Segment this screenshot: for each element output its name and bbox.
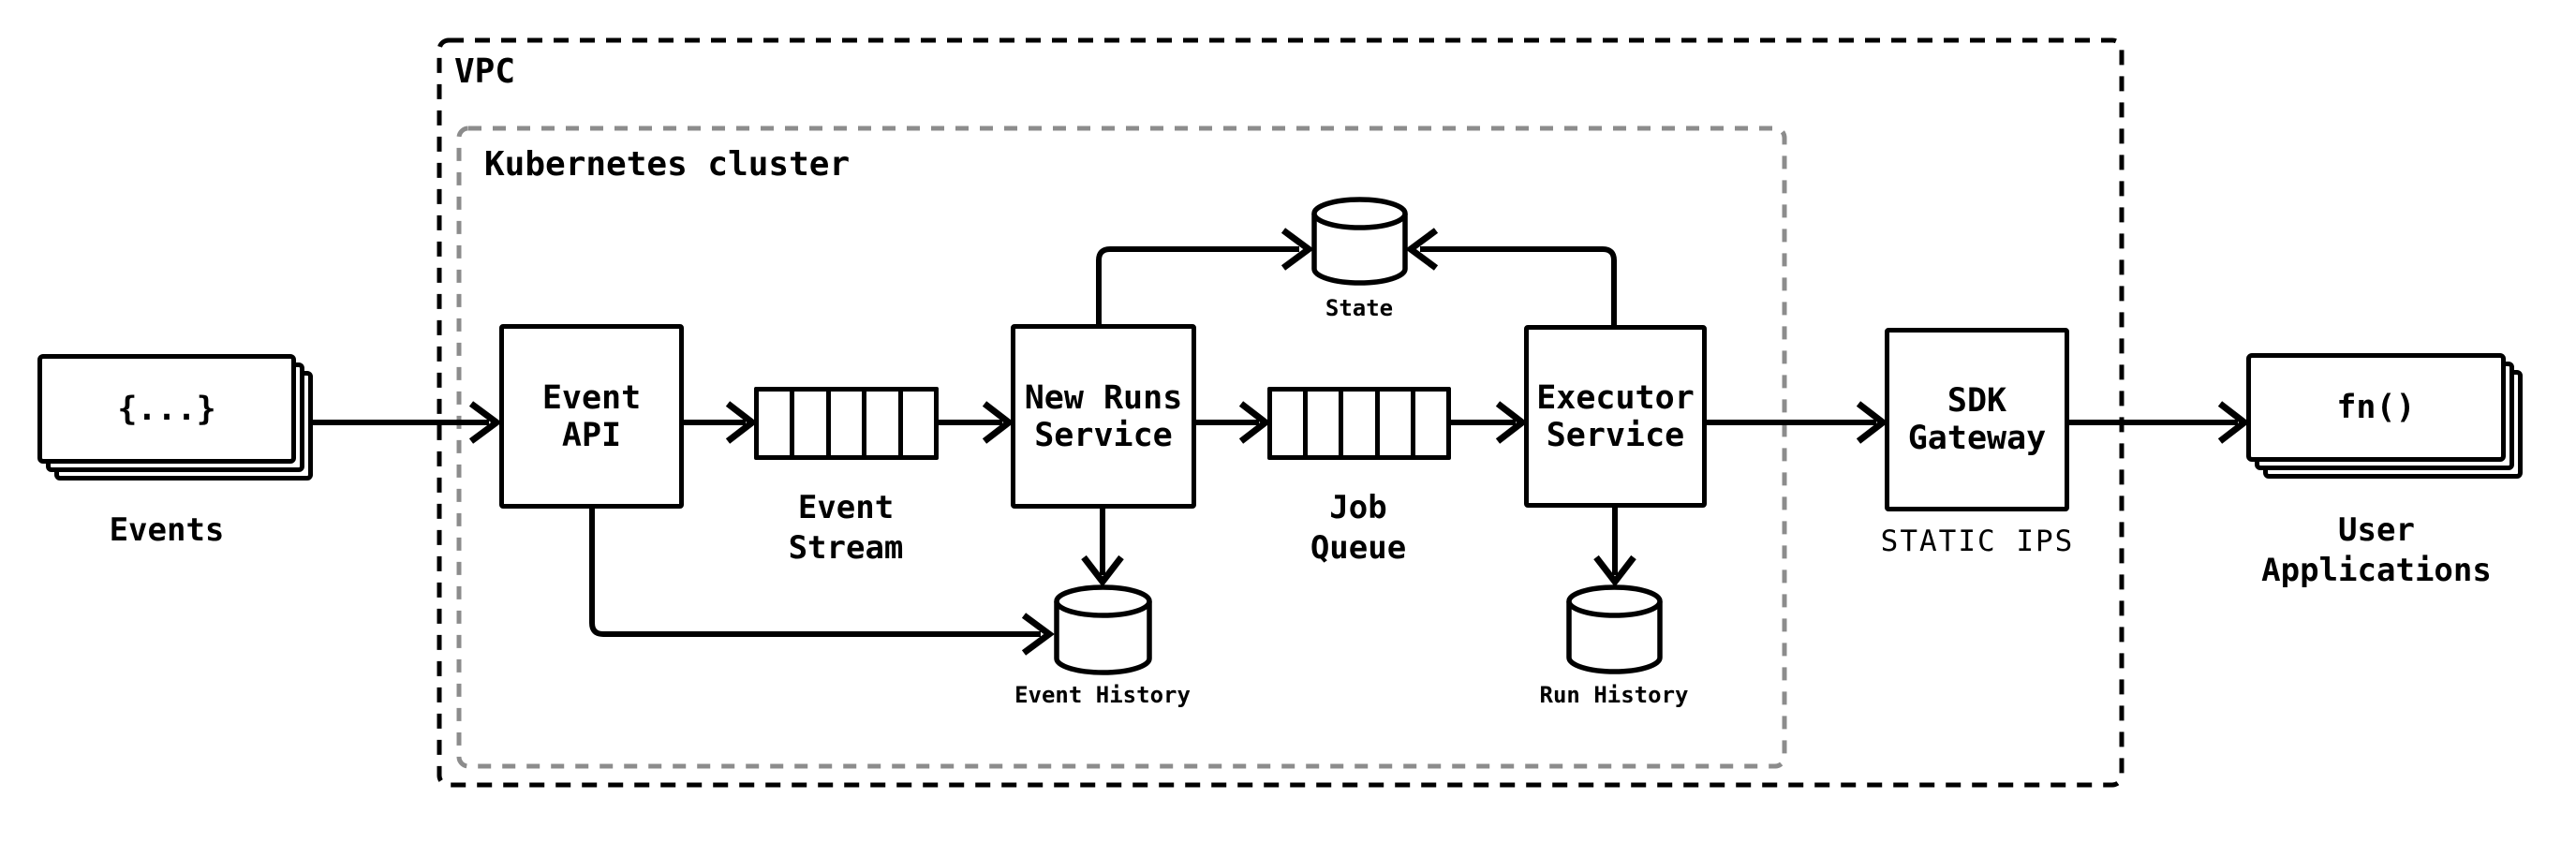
edge-new-runs-service-to-state (1096, 228, 1314, 324)
sdk-gateway-label-line2: Gateway (1907, 420, 2047, 457)
executor-service-label-line1: Executor (1536, 378, 1695, 417)
queue-cell (903, 392, 934, 455)
edge-event-api-to-event-stream (684, 401, 758, 444)
queue-cell (866, 392, 903, 455)
job-queue (1267, 387, 1451, 460)
event-history-database-icon (1054, 584, 1152, 675)
executor-service-label-line2: Service (1546, 416, 1685, 454)
user-applications-stack: fn() (2246, 353, 2523, 479)
run-history-database-icon (1566, 584, 1663, 674)
edge-new-runs-service-to-job-queue (1196, 401, 1271, 444)
job-queue-label-line1: Job (1329, 489, 1387, 526)
event-api-node: Event API (499, 324, 684, 509)
vpc-boundary (437, 37, 2124, 788)
queue-cell (1272, 392, 1309, 455)
queue-cell (1308, 392, 1344, 455)
queue-cell (794, 392, 831, 455)
edge-job-queue-to-executor-service (1450, 401, 1528, 444)
event-stream-queue (754, 387, 939, 460)
edge-event-api-to-event-history (589, 509, 1055, 656)
queue-cell (1415, 392, 1446, 455)
queue-cell (831, 392, 867, 455)
user-applications-box-text: fn() (2246, 353, 2506, 462)
user-applications-label-line1: User (2338, 511, 2415, 549)
queue-cell (1343, 392, 1380, 455)
event-stream-label-line2: Stream (788, 529, 904, 567)
edge-events-to-event-api (313, 401, 502, 444)
queue-cell (759, 392, 795, 455)
kubernetes-cluster-boundary (456, 126, 1787, 769)
queue-cell (1380, 392, 1415, 455)
events-source-stack: {...} (37, 354, 313, 481)
events-box-text: {...} (37, 354, 296, 464)
events-label: Events (109, 511, 225, 549)
static-ips-label: STATIC IPS (1880, 525, 2075, 558)
sdk-gateway-node: SDK Gateway (1885, 328, 2069, 511)
kubernetes-cluster-label: Kubernetes cluster (484, 145, 851, 184)
job-queue-label-line2: Queue (1310, 529, 1407, 567)
new-runs-service-node: New Runs Service (1011, 324, 1196, 509)
run-history-label: Run History (1539, 682, 1689, 708)
sdk-gateway-label-line1: SDK (1947, 382, 2007, 420)
edge-executor-service-to-sdk-gateway (1707, 401, 1888, 444)
state-label: State (1325, 295, 1394, 321)
event-api-label-line1: Event (541, 378, 642, 417)
edge-sdk-gateway-to-user-applications (2069, 401, 2250, 444)
event-api-label-line2: API (561, 416, 622, 454)
event-stream-label-line1: Event (797, 489, 895, 526)
user-applications-label-line2: Applications (2261, 552, 2492, 589)
new-runs-service-label-line2: Service (1034, 416, 1173, 454)
edge-new-runs-service-to-event-history (1081, 509, 1124, 587)
executor-service-node: Executor Service (1524, 325, 1707, 508)
edge-executor-service-to-state (1405, 228, 1617, 325)
state-database-icon (1311, 197, 1408, 286)
vpc-label: VPC (454, 52, 516, 91)
event-history-label: Event History (1014, 682, 1191, 708)
new-runs-service-label-line1: New Runs (1024, 378, 1183, 417)
edge-event-stream-to-new-runs-service (939, 401, 1014, 444)
edge-executor-service-to-run-history (1593, 508, 1636, 587)
